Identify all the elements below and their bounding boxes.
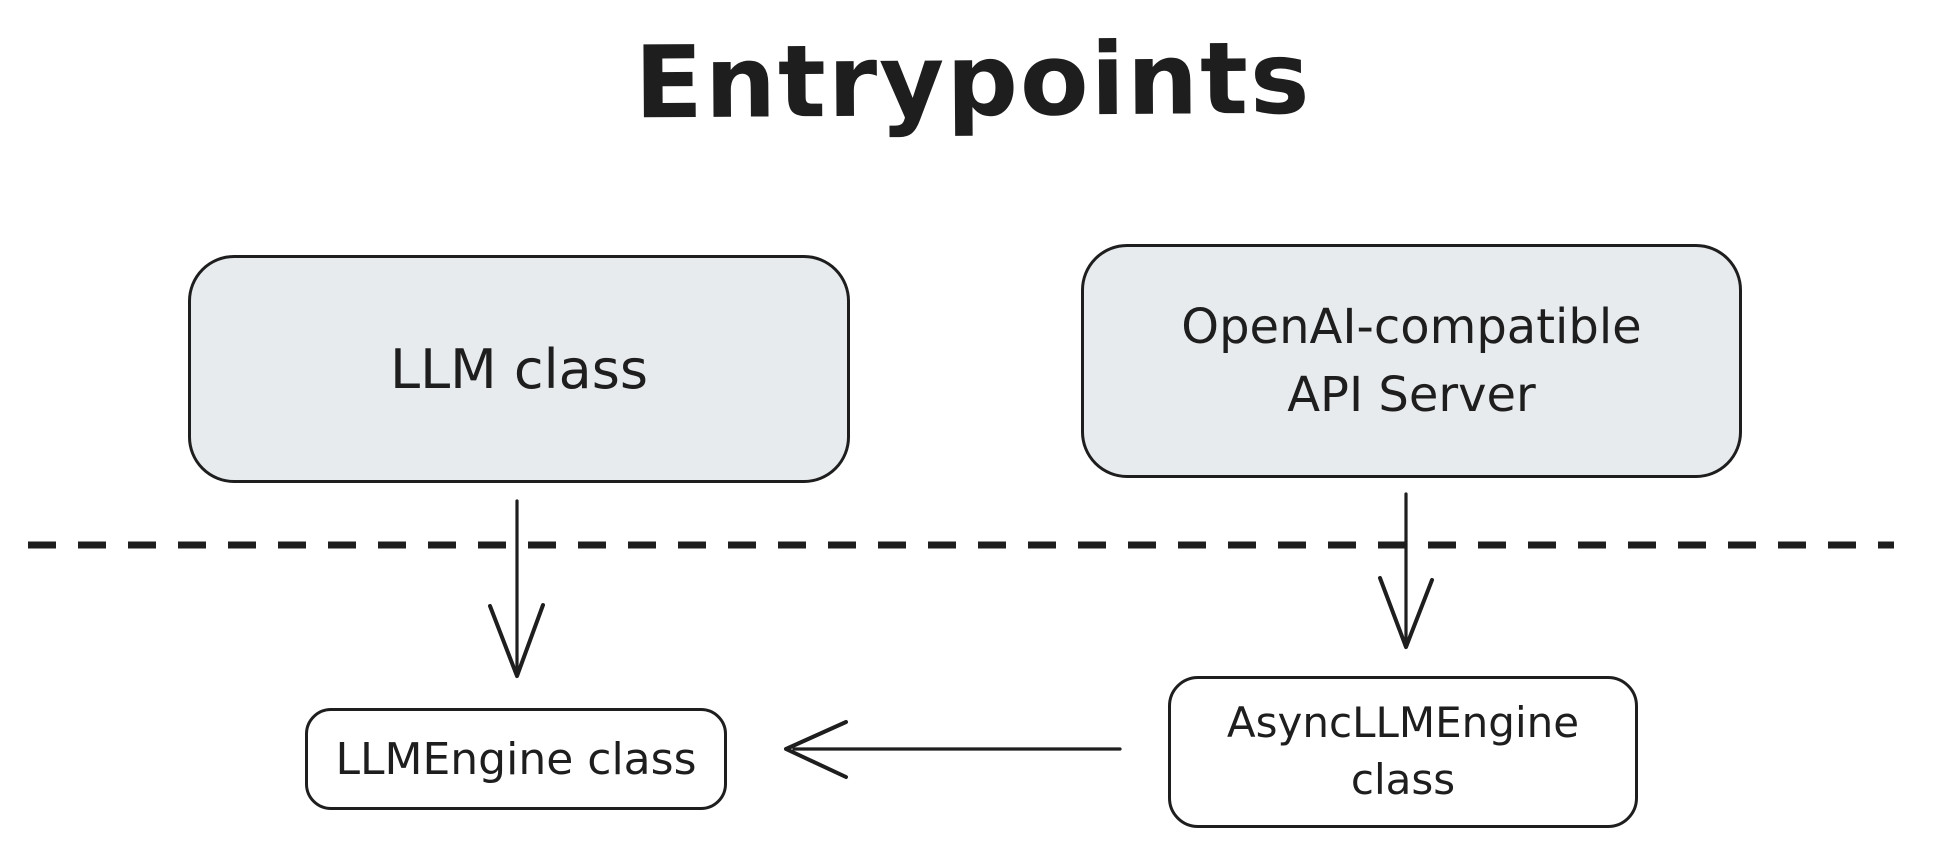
arrow-asyncengine-to-engine (784, 720, 1122, 779)
node-llm-class-label: LLM class (390, 338, 648, 401)
node-async-llm-engine-class-label-line2: class (1350, 755, 1456, 804)
node-llm-engine-class: LLMEngine class (305, 708, 727, 810)
node-llm-class: LLM class (188, 255, 850, 483)
node-async-llm-engine-class-label-line1: AsyncLLMEngine (1226, 698, 1580, 748)
node-llm-engine-class-label-line: LLMEngine class (335, 733, 697, 785)
node-openai-api-server-label-line1: OpenAI-compatible (1181, 298, 1642, 355)
arrow-apiserver-to-asyncengine (1378, 492, 1434, 649)
arrow-llm-to-engine (488, 499, 545, 678)
node-openai-api-server-label-line2: API Server (1287, 367, 1536, 423)
node-openai-api-server-label: OpenAI-compatible API Server (1181, 293, 1641, 429)
node-llm-engine-class-label: LLMEngine class (335, 734, 696, 785)
node-async-llm-engine-class: AsyncLLMEngine class (1168, 676, 1638, 828)
diagram-title: Entrypoints (634, 19, 1312, 142)
node-llm-class-label-line: LLM class (390, 337, 648, 401)
node-openai-api-server: OpenAI-compatible API Server (1081, 244, 1742, 478)
node-async-llm-engine-class-label: AsyncLLMEngine class (1227, 695, 1579, 808)
